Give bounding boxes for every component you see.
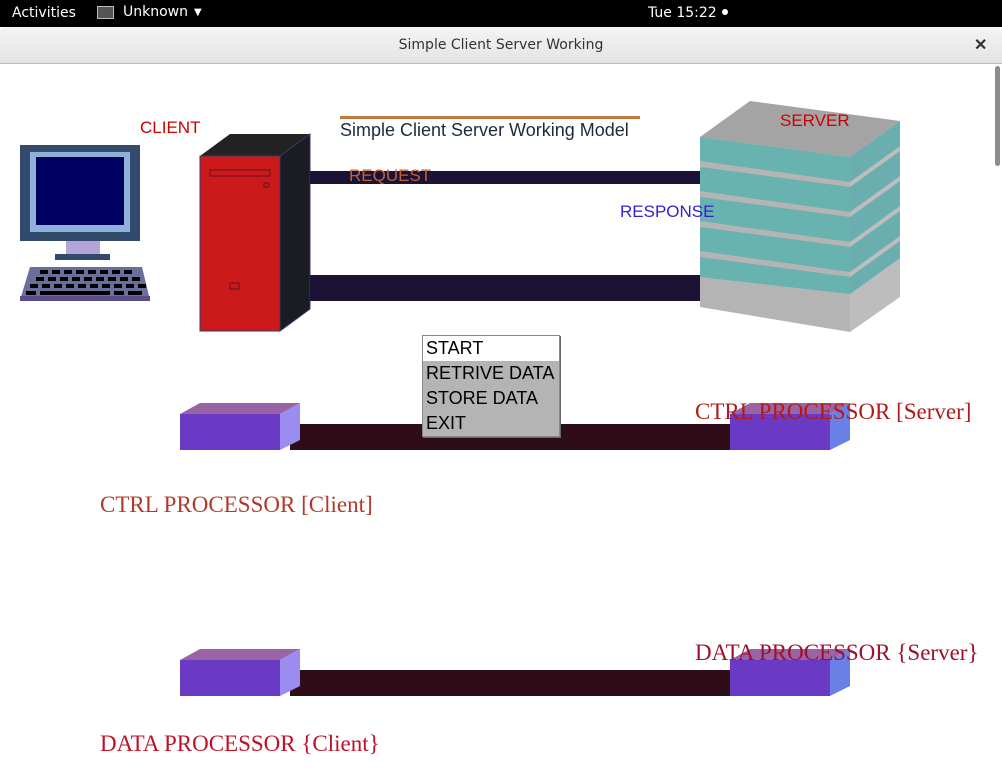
app-window: Simple Client Server Working ✕ (0, 27, 1002, 768)
app-name: Unknown (123, 4, 188, 20)
response-label: RESPONSE (620, 202, 715, 221)
client-label: CLIENT (140, 118, 201, 137)
menu-item-exit[interactable]: EXIT (426, 413, 467, 433)
client-tower-icon (199, 133, 311, 332)
data-client-block (180, 649, 300, 696)
popup-menu: START RETRIVE DATA STORE DATA EXIT (422, 335, 560, 437)
ctrl-server-block (730, 403, 850, 450)
vertical-scrollbar[interactable] (994, 64, 1002, 768)
drawing-canvas[interactable]: CLIENT Simple Client Server Working Mode… (0, 64, 1002, 768)
menu-item-store-data[interactable]: STORE DATA (426, 388, 539, 408)
request-label: REQUEST (349, 166, 432, 185)
heading-underline (340, 116, 640, 119)
server-label: SERVER (780, 111, 850, 130)
menu-item-retrive-data[interactable]: RETRIVE DATA (426, 363, 555, 383)
activities-button[interactable]: Activities (12, 5, 76, 21)
app-window-icon (97, 5, 114, 19)
data-link-pipe (290, 670, 740, 696)
ctrl-client-label: CTRL PROCESSOR [Client] (100, 492, 373, 517)
diagram-svg (20, 101, 900, 696)
request-pipe (310, 171, 702, 184)
ctrl-client-block (180, 403, 300, 450)
response-pipe (310, 275, 702, 301)
menu-item-start[interactable]: START (423, 336, 559, 361)
close-icon[interactable]: ✕ (974, 37, 988, 54)
server-rack-icon (700, 101, 900, 332)
monitor-icon (20, 145, 140, 260)
clock[interactable]: Tue 15:22 (648, 5, 717, 21)
data-client-label: DATA PROCESSOR {Client} (100, 731, 380, 756)
caret-down-icon: ▼ (194, 6, 202, 18)
scrollbar-thumb[interactable] (995, 66, 1000, 166)
window-title: Simple Client Server Working (398, 37, 604, 53)
data-server-label: DATA PROCESSOR {Server} (695, 640, 979, 665)
top-bar: Activities Unknown ▼ Tue 15:22 (0, 0, 1002, 27)
app-menu[interactable]: Unknown ▼ (97, 4, 202, 20)
diagram-heading: Simple Client Server Working Model (340, 120, 629, 140)
ctrl-server-label: CTRL PROCESSOR [Server] (695, 399, 972, 424)
notification-dot-icon (722, 9, 728, 15)
keyboard-icon (20, 267, 150, 301)
title-bar[interactable]: Simple Client Server Working ✕ (0, 27, 1002, 64)
data-server-block (730, 649, 850, 696)
